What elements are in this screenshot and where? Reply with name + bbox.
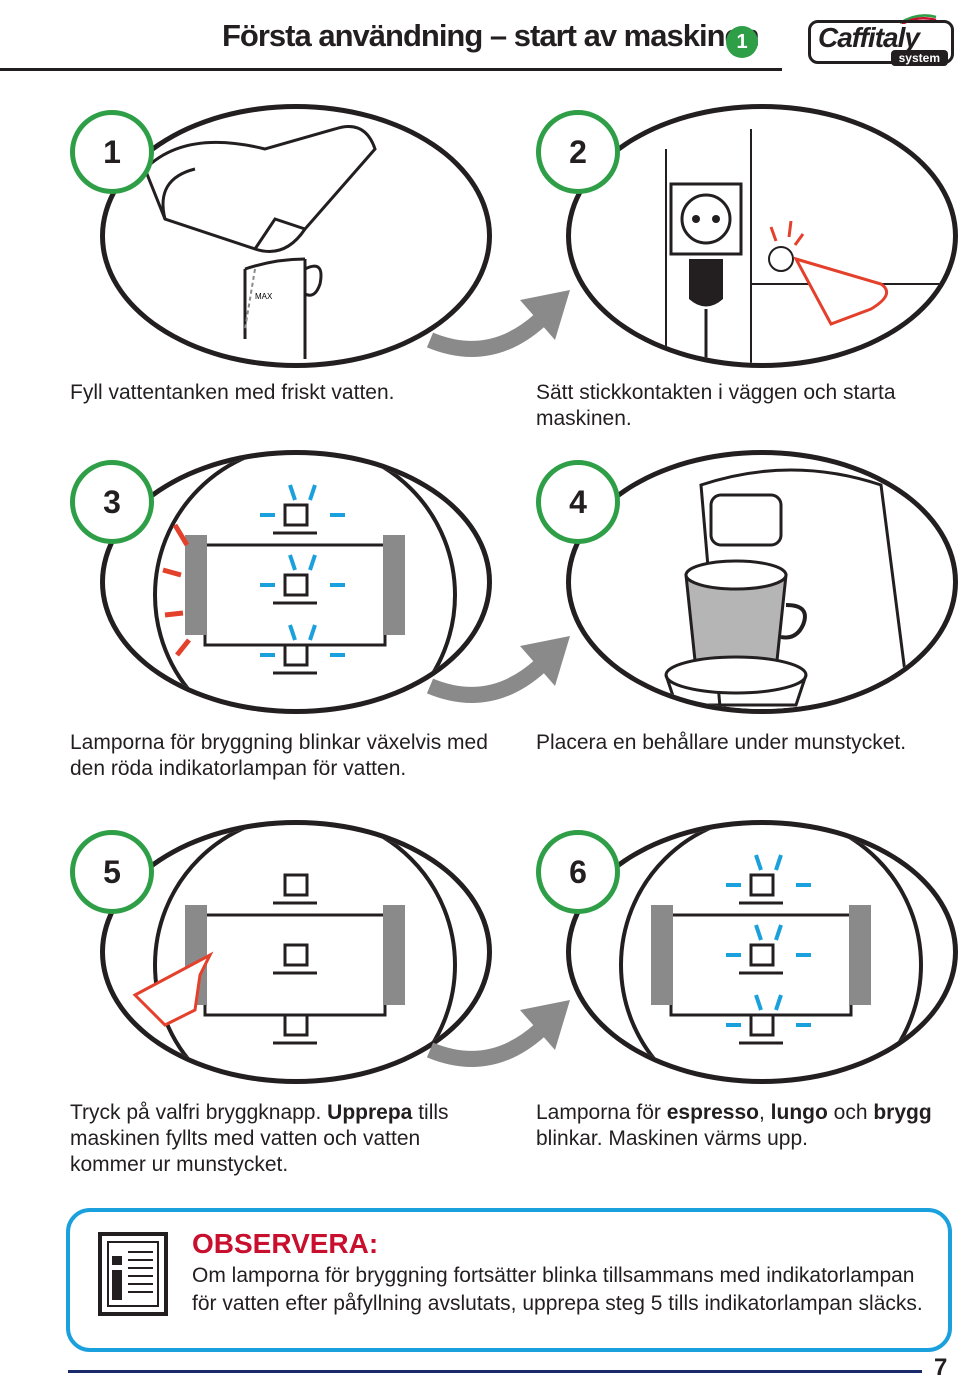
step4-caption: Placera en behållare under munstycket. (536, 731, 907, 754)
logo-sub: system (890, 50, 948, 66)
step6-espresso: espresso (666, 1101, 759, 1124)
step1-number: 1 (70, 110, 154, 194)
step5-caption-b: tills maskinen fyllts med vatten och vat… (70, 1101, 449, 1176)
brand-logo: Caffitaly system (808, 14, 954, 66)
blinking-buttons-drawing (153, 455, 457, 709)
cup-under-spout-drawing (664, 468, 912, 709)
all-blinking-drawing (619, 825, 923, 1079)
arrow-icon (426, 1000, 570, 1067)
step6-number: 6 (536, 830, 620, 914)
step6-caption-b: blinkar. Maskinen värms upp. (536, 1127, 808, 1150)
step6-caption: Lamporna för espresso, lungo och brygg b… (536, 1100, 936, 1152)
page-number: 7 (934, 1354, 948, 1381)
logo-frame (808, 20, 954, 64)
step5-caption-a: Tryck på valfri bryggknapp. (70, 1101, 328, 1124)
step6-lungo: lungo (770, 1101, 828, 1124)
logo-word: Caffitaly (818, 22, 920, 53)
step6-caption-a: Lamporna för (536, 1101, 667, 1124)
step2-illustration (566, 104, 958, 368)
step4-illustration (566, 450, 958, 714)
step5-illustration (100, 820, 492, 1084)
step1-caption: Fyll vattentanken med friskt vatten. (70, 381, 395, 404)
page-title: Första användning – start av maskinen (222, 18, 760, 53)
step3-number: 3 (70, 460, 154, 544)
press-button-drawing (132, 825, 457, 1079)
footer-rule (68, 1370, 922, 1373)
plug-and-power-drawing (665, 129, 953, 363)
step6-sep2: och (827, 1101, 874, 1124)
note-text: Om lamporna för bryggning fortsätter bli… (192, 1264, 923, 1315)
note-title: OBSERVERA: (192, 1228, 379, 1259)
note-box (66, 1208, 952, 1352)
svg-text:MAX: MAX (255, 292, 273, 301)
kettle-pouring-drawing: MAX (143, 125, 377, 359)
step1-illustration: MAX (100, 104, 492, 368)
step6-brygg: brygg (873, 1101, 932, 1124)
step5-number: 5 (70, 830, 154, 914)
info-book-icon (98, 1232, 168, 1316)
step3-illustration (100, 450, 492, 714)
step4-number: 4 (536, 460, 620, 544)
step2-caption: Sätt stickkontakten i väggen och starta … (536, 381, 896, 430)
step5-caption: Tryck på valfri bryggknapp. Upprepa till… (70, 1100, 500, 1178)
step6-sep1: , (758, 1101, 771, 1124)
section-badge: 1 (726, 26, 758, 58)
header-rule (0, 68, 782, 71)
arrow-icon (426, 290, 570, 357)
step2-number: 2 (536, 110, 620, 194)
step3-caption: Lamporna för bryggning blinkar växelvis … (70, 731, 488, 780)
step6-illustration (566, 820, 958, 1084)
step5-caption-bold: Upprepa (327, 1101, 413, 1124)
arrow-icon (426, 636, 570, 703)
